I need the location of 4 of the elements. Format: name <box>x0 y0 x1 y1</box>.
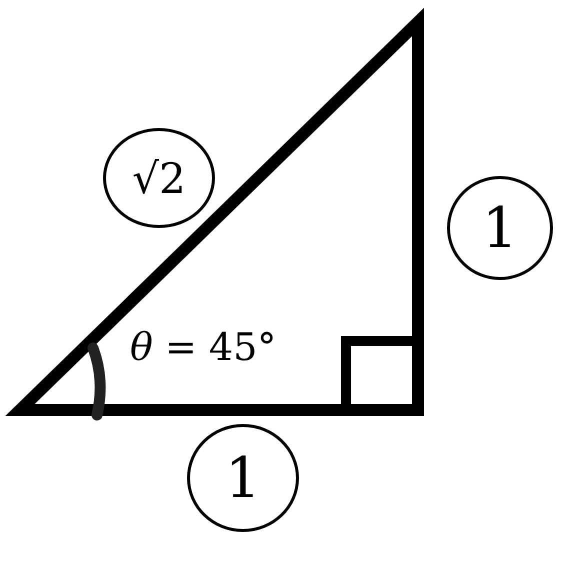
circled-length-label: 1 <box>187 424 299 532</box>
circled-length-label: 1 <box>447 176 553 280</box>
circled-length-label: √2 <box>103 128 215 228</box>
angle-label: θ = 45° <box>130 325 276 369</box>
